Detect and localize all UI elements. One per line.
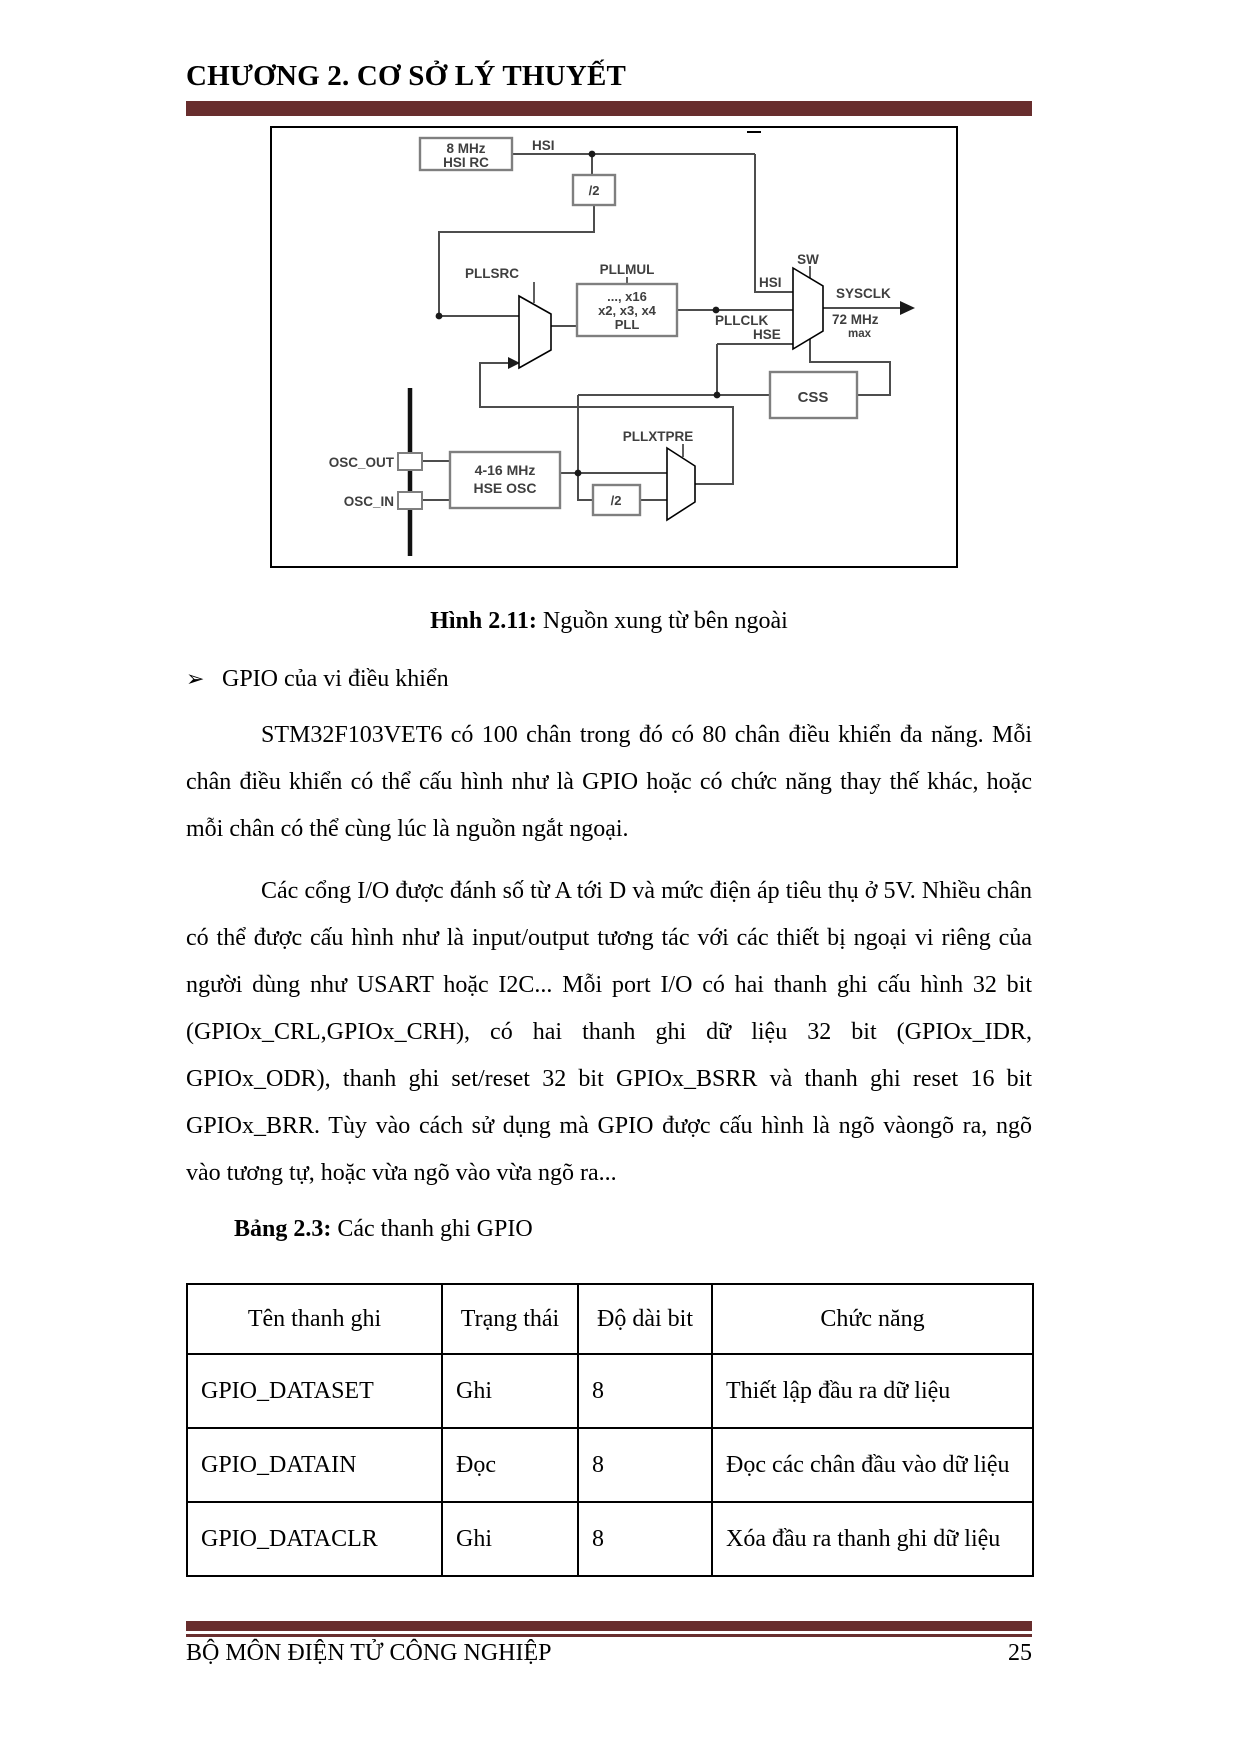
- table-cell: GPIO_DATAIN: [186, 1427, 443, 1503]
- figure-caption-label: Hình 2.11:: [430, 608, 537, 634]
- sw-hsi-label: HSI: [759, 275, 782, 290]
- bullet-item-text: GPIO của vi điều khiển: [222, 666, 449, 692]
- table-cell: Ghi: [441, 1353, 579, 1429]
- footer-rule-thick: [186, 1621, 1032, 1631]
- header-rule: [186, 101, 1032, 116]
- pll-box: [575, 282, 679, 338]
- hsi-rc-label-2: HSI RC: [443, 155, 489, 170]
- table-row: GPIO_DATACLR Ghi 8 Xóa đầu ra thanh ghi …: [186, 1501, 1034, 1577]
- table-cell: Đọc: [441, 1427, 579, 1503]
- bullet-item: ➢ GPIO của vi điều khiển: [186, 656, 1032, 703]
- table-cell: GPIO_DATACLR: [186, 1501, 443, 1577]
- table-caption: Bảng 2.3: Các thanh ghi GPIO: [186, 1206, 1032, 1253]
- pllxtpre-label: PLLXTPRE: [623, 429, 694, 444]
- osc-in-label: OSC_IN: [344, 494, 394, 509]
- arrowheads: [508, 301, 915, 369]
- table-cell: 8: [577, 1353, 713, 1429]
- footer-department: BỘ MÔN ĐIỆN TỬ CÔNG NGHIỆP: [186, 1640, 552, 1666]
- pll-label-2: x2, x3, x4: [598, 303, 657, 318]
- sysclk-freq-label: 72 MHz: [832, 312, 879, 327]
- hse-osc-box: [448, 450, 562, 510]
- paragraph-line: chân điều khiển có thể cấu hình như là G…: [186, 769, 1032, 795]
- hsi-rc-label-1: 8 MHz: [446, 141, 485, 156]
- paragraph-line: có thể được cấu hình như là input/output…: [186, 925, 1032, 951]
- hsi-wire-label: HSI: [532, 138, 555, 153]
- column-header: Độ dài bit: [577, 1283, 713, 1355]
- pllclk-label: PLLCLK: [715, 313, 768, 328]
- sysclk-max-label: max: [848, 328, 872, 340]
- table-cell: GPIO_DATASET: [186, 1353, 443, 1429]
- table-cell: Xóa đầu ra thanh ghi dữ liệu: [711, 1501, 1034, 1577]
- diagram-boxes: [397, 136, 859, 517]
- clock-tree-figure: 8 MHz HSI RC HSI /2 PLLSRC PLLMUL ..., x…: [270, 126, 958, 568]
- paragraph-line: mỗi chân có thể cùng lúc là nguồn ngắt n…: [186, 816, 629, 842]
- table-row: GPIO_DATASET Ghi 8 Thiết lập đầu ra dữ l…: [186, 1353, 1034, 1429]
- figure-caption: Hình 2.11: Nguồn xung từ bên ngoài: [186, 598, 1032, 645]
- paragraph-line: STM32F103VET6 có 100 chân trong đó có 80…: [261, 722, 1032, 748]
- div2-bottom-box: [591, 483, 642, 517]
- paragraph-line: người dùng như USART hoặc I2C... Mỗi por…: [186, 972, 1032, 998]
- gpio-registers-table: Tên thanh ghi Trạng thái Độ dài bit Chức…: [186, 1283, 1034, 1577]
- page-footer: BỘ MÔN ĐIỆN TỬ CÔNG NGHIỆP 25: [186, 1637, 1032, 1669]
- hsi-rc-box: [418, 136, 514, 172]
- junction-dots: [435, 150, 721, 477]
- pllsrc-mux: [518, 294, 552, 370]
- sw-mux: [792, 266, 824, 351]
- footer-page-number: 25: [1008, 1640, 1032, 1666]
- table-cell: Đọc các chân đầu vào dữ liệu: [711, 1427, 1034, 1503]
- paragraph-line: vào tương tự, hoặc vừa ngõ vào vừa ngõ r…: [186, 1160, 617, 1186]
- pll-label-3: PLL: [615, 317, 640, 332]
- figure-caption-text: Nguồn xung từ bên ngoài: [536, 608, 788, 634]
- table-row: GPIO_DATAIN Đọc 8 Đọc các chân đầu vào d…: [186, 1427, 1034, 1503]
- paragraph-2: Các cổng I/O được đánh số từ A tới D và …: [186, 868, 1032, 1197]
- table-cell: Thiết lập đầu ra dữ liệu: [711, 1353, 1034, 1429]
- mux-shapes: [518, 266, 824, 522]
- table-cell: 8: [577, 1427, 713, 1503]
- pllxtpre-mux: [666, 446, 696, 522]
- table-cell: Ghi: [441, 1501, 579, 1577]
- paragraph-line: GPIOx_ODR), thanh ghi set/reset 32 bit G…: [186, 1066, 1032, 1092]
- paragraph-line: Các cổng I/O được đánh số từ A tới D và …: [261, 878, 1032, 904]
- osc-out-pin: [397, 452, 423, 471]
- osc-out-label: OSC_OUT: [329, 455, 395, 470]
- column-header: Chức năng: [711, 1283, 1034, 1355]
- paragraph-1: STM32F103VET6 có 100 chân trong đó có 80…: [186, 712, 1032, 853]
- div2-bottom-label: /2: [611, 493, 622, 508]
- div2-top-box: [571, 173, 617, 207]
- column-header: Trạng thái: [441, 1283, 579, 1355]
- footer-rule-thin: [186, 1634, 1032, 1637]
- table-cell: 8: [577, 1501, 713, 1577]
- column-header: Tên thanh ghi: [186, 1283, 443, 1355]
- table-caption-text: Các thanh ghi GPIO: [331, 1216, 533, 1242]
- pllmul-label: PLLMUL: [600, 262, 655, 277]
- css-box: [768, 370, 859, 420]
- table-caption-label: Bảng 2.3:: [234, 1216, 332, 1242]
- sysclk-label: SYSCLK: [836, 286, 891, 301]
- hse-osc-label-1: 4-16 MHz: [475, 462, 536, 478]
- sw-label: SW: [797, 252, 819, 267]
- pll-label-1: ..., x16: [607, 289, 647, 304]
- hse-osc-label-2: HSE OSC: [473, 480, 536, 496]
- table-header-row: Tên thanh ghi Trạng thái Độ dài bit Chức…: [186, 1283, 1034, 1355]
- clock-tree-diagram: 8 MHz HSI RC HSI /2 PLLSRC PLLMUL ..., x…: [270, 126, 958, 568]
- css-label: CSS: [798, 389, 829, 406]
- div2-top-label: /2: [589, 183, 600, 198]
- diagram-labels: 8 MHz HSI RC HSI /2 PLLSRC PLLMUL ..., x…: [329, 138, 891, 509]
- osc-in-pin: [397, 491, 423, 510]
- sw-hse-label: HSE: [753, 327, 781, 342]
- chapter-title: CHƯƠNG 2. CƠ SỞ LÝ THUYẾT: [186, 60, 627, 92]
- paragraph-line: (GPIOx_CRL,GPIOx_CRH), có hai thanh ghi …: [186, 1019, 1032, 1045]
- pllsrc-label: PLLSRC: [465, 266, 519, 281]
- triangular-bullet-icon: ➢: [186, 667, 205, 692]
- paragraph-line: GPIOx_BRR. Tùy vào cách sử dụng mà GPIO …: [186, 1113, 1032, 1139]
